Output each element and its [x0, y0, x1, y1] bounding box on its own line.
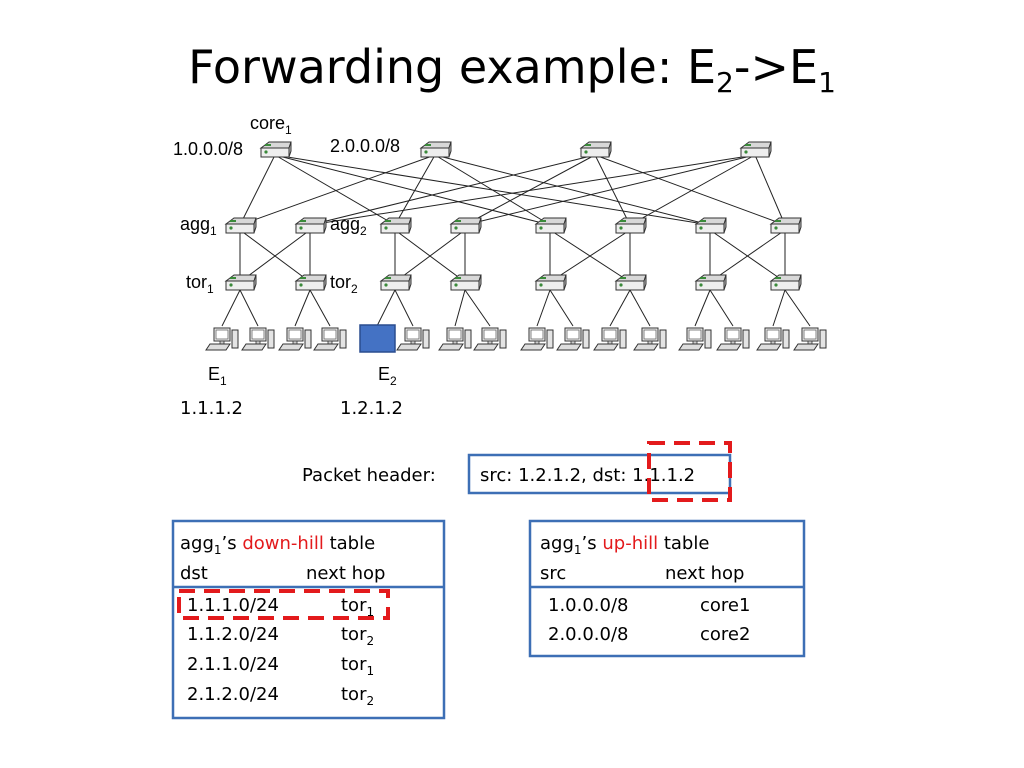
host-e2-label: E2 [378, 364, 397, 388]
host-pc [716, 327, 750, 351]
host-pc [556, 327, 590, 351]
host-pc [313, 327, 347, 351]
host-pc [678, 327, 712, 351]
matched-row-highlight [177, 589, 390, 620]
downhill-col-dst: dst [180, 563, 208, 584]
tor-switch-2 [295, 274, 327, 291]
uphill-table: agg1’s up-hill table src next hop 1.0.0.… [528, 519, 806, 658]
dst-highlight [647, 441, 732, 502]
host-pc [396, 327, 430, 351]
tor-switches [225, 274, 802, 291]
packet-header-value: src: 1.2.1.2, dst: 1.1.1.2 [480, 465, 695, 486]
tor-switch-1 [225, 274, 257, 291]
agg-switch-8 [770, 217, 802, 234]
downhill-col-hop: next hop [306, 563, 385, 584]
host-pc [756, 327, 790, 351]
downhill-row-2-prefix: 1.1.2.0/24 [187, 624, 279, 645]
downhill-row-4-prefix: 2.1.2.0/24 [187, 684, 279, 705]
tor-switch-5 [535, 274, 567, 291]
tor-switch-6 [615, 274, 647, 291]
tor1-label: tor1 [186, 272, 214, 296]
packet-header: Packet header: src: 1.2.1.2, dst: 1.1.1.… [302, 441, 732, 502]
agg-switch-6 [615, 217, 647, 234]
agg-switch-1 [225, 217, 257, 234]
host-pc [473, 327, 507, 351]
core-switch-4 [740, 141, 772, 158]
host-pc [633, 327, 667, 351]
host-pc [593, 327, 627, 351]
host-e2-ip: 1.2.1.2 [340, 398, 403, 419]
downhill-table-box [171, 519, 446, 720]
tor2-label: tor2 [330, 272, 358, 296]
tor-switch-4 [450, 274, 482, 291]
prefix-core1: 1.0.0.0/8 [173, 139, 243, 159]
host-pc [205, 327, 239, 351]
packet-header-label: Packet header: [302, 465, 436, 486]
host-e1-ip: 1.1.1.2 [180, 398, 243, 419]
core-switch-1 [260, 141, 292, 158]
host-e1-label: E1 [208, 364, 227, 388]
core-switch-3 [580, 141, 612, 158]
agg-switches [225, 217, 802, 234]
downhill-row-3-hop: tor1 [341, 654, 374, 678]
uphill-row-2-hop: core2 [700, 624, 750, 645]
host-pc [241, 327, 275, 351]
downhill-row-2-hop: tor2 [341, 624, 374, 648]
downhill-row-1-prefix: 1.1.1.0/24 [187, 595, 279, 616]
agg-switch-3 [380, 217, 412, 234]
uphill-row-1-prefix: 1.0.0.0/8 [548, 595, 629, 616]
uphill-row-2-prefix: 2.0.0.0/8 [548, 624, 629, 645]
uphill-col-src: src [540, 563, 566, 584]
host-pc [278, 327, 312, 351]
core-label: core1 [250, 113, 292, 137]
downhill-row-3-prefix: 2.1.1.0/24 [187, 654, 279, 675]
agg-switch-7 [695, 217, 727, 234]
downhill-table-title: agg1’s down-hill table [180, 533, 375, 557]
host-pc [438, 327, 472, 351]
agg-switch-4 [450, 217, 482, 234]
downhill-table: agg1’s down-hill table dst next hop 1.1.… [171, 519, 446, 720]
uphill-row-1-hop: core1 [700, 595, 750, 616]
prefix-core2: 2.0.0.0/8 [330, 136, 400, 156]
downhill-row-1-hop: tor1 [341, 595, 374, 619]
uphill-col-hop: next hop [665, 563, 744, 584]
tor-switch-3 [380, 274, 412, 291]
agg2-label: agg2 [330, 214, 367, 238]
uphill-table-box [528, 519, 806, 658]
downhill-row-4-hop: tor2 [341, 684, 374, 708]
tor-switch-8 [770, 274, 802, 291]
host-e2-highlight [359, 324, 396, 353]
hosts [205, 324, 827, 353]
tor-switch-7 [695, 274, 727, 291]
slide-title: Forwarding example: E2->E1 [188, 40, 836, 99]
links [221, 154, 811, 327]
agg1-label: agg1 [180, 214, 217, 238]
core-switch-2 [420, 141, 452, 158]
host-pc [520, 327, 554, 351]
agg-switch-2 [295, 217, 327, 234]
uphill-table-title: agg1’s up-hill table [540, 533, 709, 557]
topology-labels: core1 1.0.0.0/8 2.0.0.0/8 agg1 agg2 tor1… [173, 113, 403, 419]
host-pc [793, 327, 827, 351]
agg-switch-5 [535, 217, 567, 234]
